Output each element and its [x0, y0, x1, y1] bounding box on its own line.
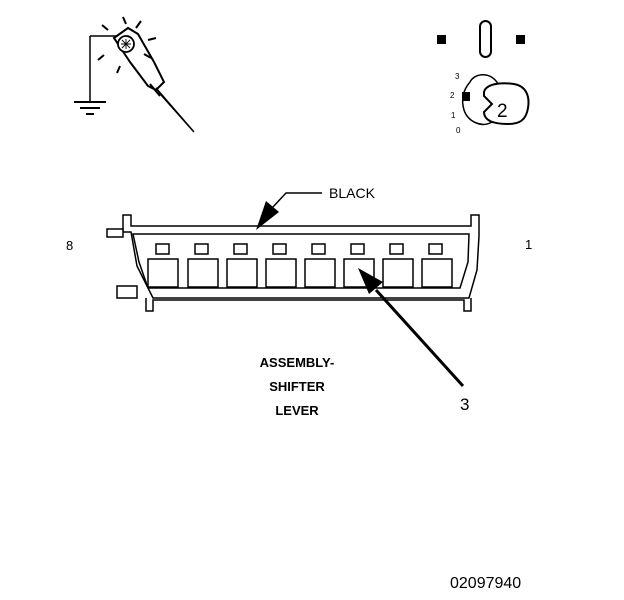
- ignition-scale-3: 3: [455, 72, 460, 81]
- black-leader-arrow: [256, 192, 322, 230]
- connector-color-label: BLACK: [329, 185, 376, 201]
- cavity-2: [382, 258, 414, 288]
- cavity-7-latch: [194, 243, 209, 255]
- component-label-line-1: ASSEMBLY-: [260, 355, 335, 370]
- ignition-position-label: 2: [497, 101, 508, 122]
- cavity-4: [304, 258, 336, 288]
- cavity-3-latch: [350, 243, 365, 255]
- cavity-5: [265, 258, 297, 288]
- pin-end-right-label: 1: [525, 237, 532, 252]
- cavity-6: [226, 258, 258, 288]
- ignition-scale-2: 2: [450, 91, 455, 100]
- cavity-6-latch: [233, 243, 248, 255]
- test-light-icon: [74, 16, 195, 133]
- cavity-2-latch: [389, 243, 404, 255]
- ignition-key-icon: [437, 20, 530, 126]
- component-label-line-2: SHIFTER: [269, 379, 325, 394]
- figure-number: 02097940: [450, 575, 521, 592]
- cavity-8: [147, 258, 179, 288]
- cavity-7: [187, 258, 219, 288]
- cavity-4-latch: [311, 243, 326, 255]
- ignition-scale-1: 1: [451, 111, 456, 120]
- cavity-8-latch: [155, 243, 170, 255]
- cavity-1: [421, 258, 453, 288]
- cavity-callout-arrow: [358, 268, 465, 388]
- pin-end-left-label: 8: [66, 238, 73, 253]
- ignition-scale-0: 0: [456, 126, 461, 135]
- cavity-1-latch: [428, 243, 443, 255]
- component-label-line-3: LEVER: [275, 403, 319, 418]
- connector-cavities: [147, 243, 453, 288]
- cavity-5-latch: [272, 243, 287, 255]
- cavity-callout-number: 3: [460, 395, 469, 414]
